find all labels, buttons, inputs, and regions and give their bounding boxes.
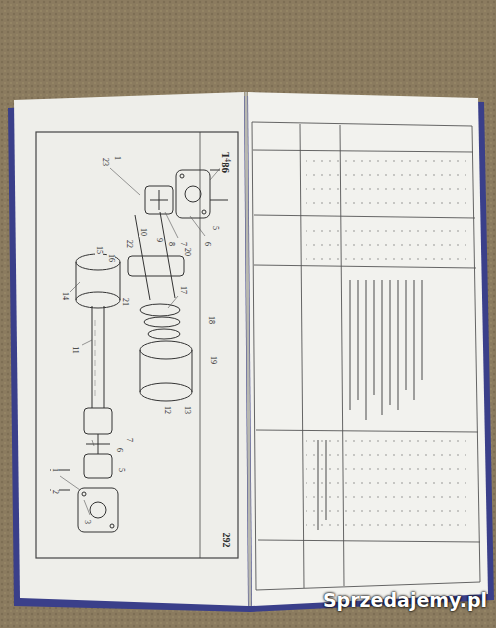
callout-number: 6 bbox=[115, 447, 123, 453]
callout-number: 2 bbox=[51, 489, 59, 495]
callout-number: 20 bbox=[183, 247, 191, 257]
callout-number: 21 bbox=[121, 297, 129, 307]
callout-number: 15 bbox=[95, 245, 103, 255]
callout-number: 22 bbox=[125, 239, 133, 249]
watermark: Sprzedajemy.pl bbox=[323, 591, 487, 610]
callout-number: 1 bbox=[113, 155, 121, 161]
callout-number: 5 bbox=[117, 467, 125, 473]
callout-number: 7 bbox=[125, 437, 133, 443]
callout-number: 9 bbox=[155, 237, 163, 243]
callout-number: 13 bbox=[183, 405, 191, 415]
callout-number: 8 bbox=[167, 241, 175, 247]
callout-number: 1 bbox=[51, 467, 59, 473]
callout-number: 14 bbox=[61, 291, 69, 301]
callout-number: 10 bbox=[139, 227, 147, 237]
callout-number: 17 bbox=[179, 285, 187, 295]
callout-number: 5 bbox=[211, 225, 219, 231]
page-heading: 292 bbox=[220, 532, 230, 549]
callout-number: 16 bbox=[107, 253, 115, 263]
callout-number: 3 bbox=[83, 519, 91, 525]
callout-number: 18 bbox=[207, 315, 215, 325]
callout-number: 12 bbox=[163, 405, 171, 415]
callout-number: 11 bbox=[71, 345, 79, 355]
callout-number: 23 bbox=[101, 157, 109, 167]
callout-number: 6 bbox=[203, 241, 211, 247]
callout-number: 19 bbox=[209, 355, 217, 365]
callout-number: 4 bbox=[223, 157, 231, 163]
